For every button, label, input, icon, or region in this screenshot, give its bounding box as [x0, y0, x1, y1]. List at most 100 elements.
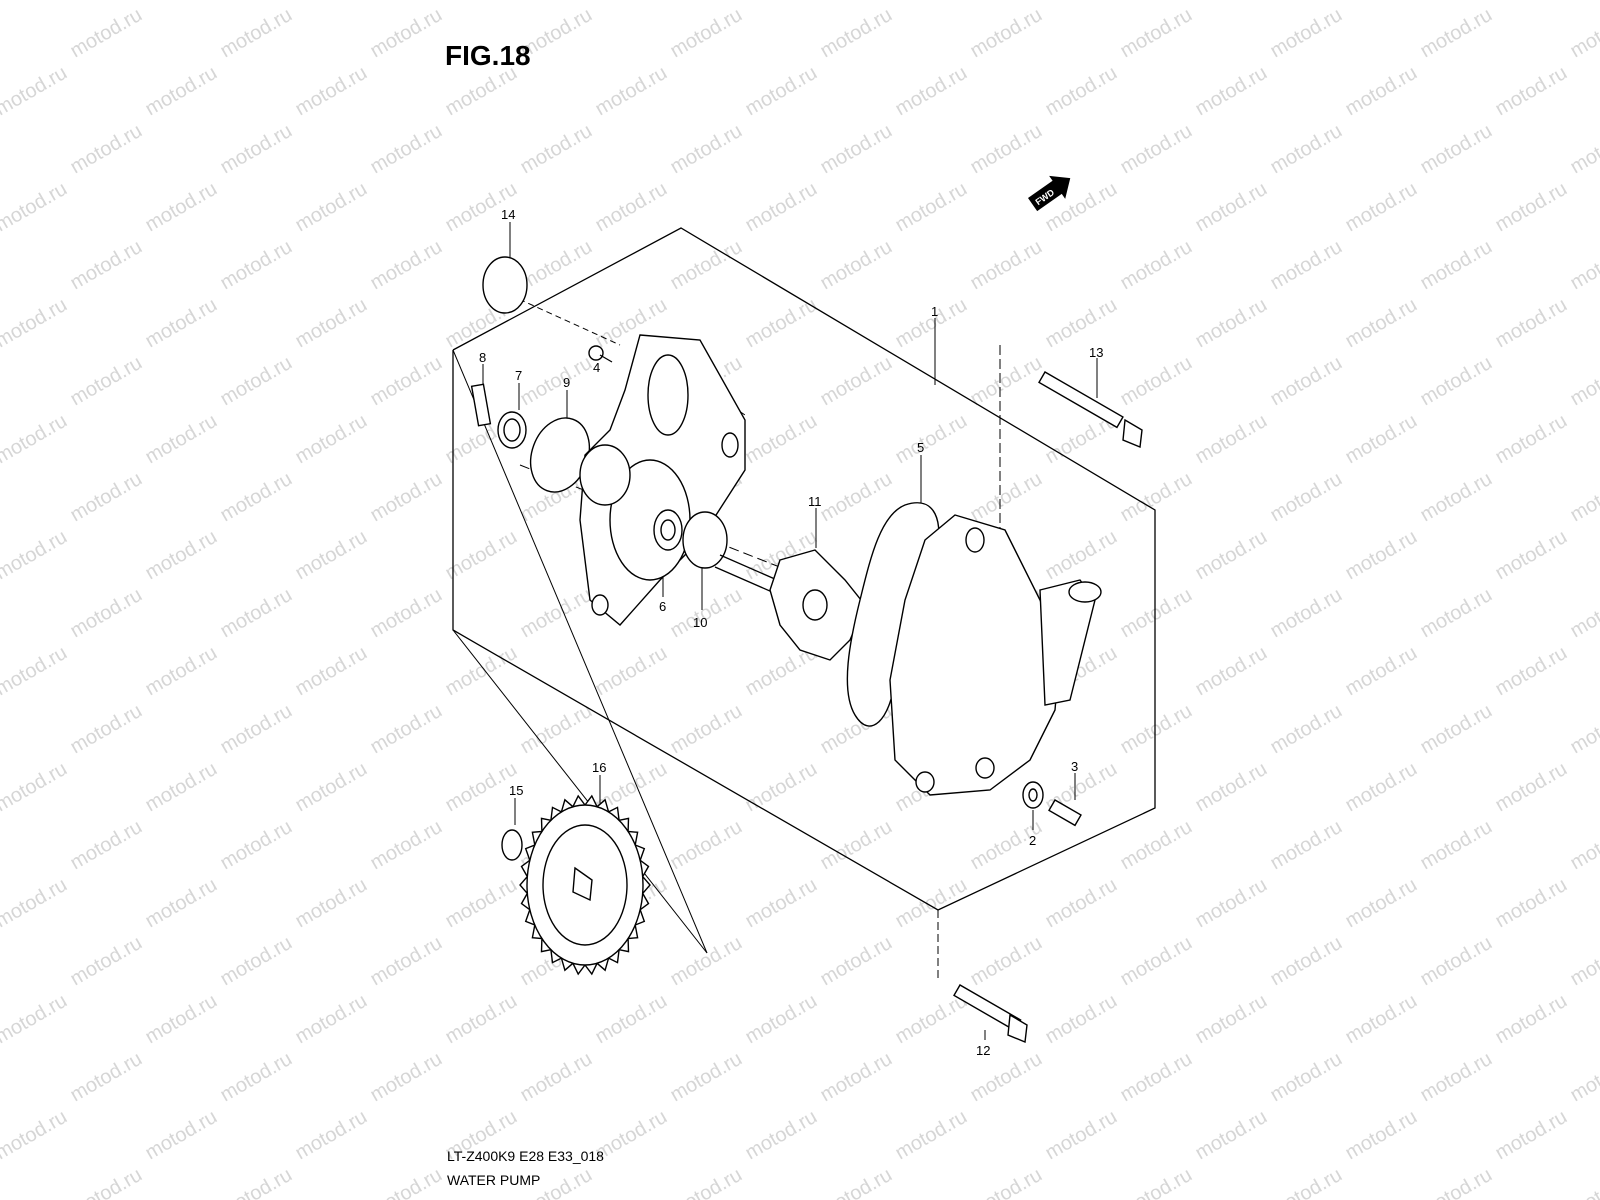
watermark-text: motod.ru	[1342, 1106, 1421, 1165]
watermark-text: motod.ru	[1417, 932, 1496, 991]
watermark-text: motod.ru	[1192, 0, 1271, 4]
watermark-text: motod.ru	[67, 4, 146, 63]
watermark-text: motod.ru	[1492, 294, 1571, 353]
watermark-text: motod.ru	[817, 4, 896, 63]
watermark-text: motod.ru	[142, 410, 221, 469]
watermark-text: motod.ru	[217, 120, 296, 179]
watermark-text: motod.ru	[1042, 1106, 1121, 1165]
washer-2	[1022, 781, 1044, 809]
watermark-text: motod.ru	[892, 874, 971, 933]
watermark-text: motod.ru	[1267, 700, 1346, 759]
pump-drive-gear-16	[519, 794, 651, 976]
watermark-text: motod.ru	[517, 120, 596, 179]
watermark-text: motod.ru	[892, 1106, 971, 1165]
watermark-text: motod.ru	[67, 468, 146, 527]
watermark-text: motod.ru	[1567, 468, 1600, 527]
watermark-text: motod.ru	[67, 932, 146, 991]
watermark-text: motod.ru	[517, 352, 596, 411]
watermark-text: motod.ru	[217, 236, 296, 295]
impeller-11	[769, 549, 866, 661]
watermark-text: motod.ru	[1192, 410, 1271, 469]
watermark-text: motod.ru	[67, 700, 146, 759]
watermark-text: motod.ru	[1042, 294, 1121, 353]
watermark-text: motod.ru	[1567, 120, 1600, 179]
watermark-text: motod.ru	[742, 294, 821, 353]
watermark-text: motod.ru	[817, 352, 896, 411]
callout-11: 11	[808, 494, 822, 509]
figure-title: FIG.18	[445, 40, 531, 71]
watermark-text: motod.ru	[817, 932, 896, 991]
o-ring-14	[482, 256, 528, 314]
bolt-4	[588, 345, 613, 363]
watermark-text: motod.ru	[367, 352, 446, 411]
watermark-text: motod.ru	[1342, 62, 1421, 121]
watermark-text: motod.ru	[367, 816, 446, 875]
watermark-text: motod.ru	[1267, 4, 1346, 63]
callout-16: 16	[592, 760, 606, 775]
watermark-text: motod.ru	[0, 526, 71, 585]
watermark-text: motod.ru	[217, 584, 296, 643]
watermark-text: motod.ru	[0, 642, 71, 701]
watermark-text: motod.ru	[367, 1048, 446, 1107]
watermark-text: motod.ru	[892, 0, 971, 4]
watermark-text: motod.ru	[592, 642, 671, 701]
watermark-text: motod.ru	[367, 468, 446, 527]
watermark-text: motod.ru	[1342, 758, 1421, 817]
watermark-text: motod.ru	[367, 700, 446, 759]
watermark-text: motod.ru	[817, 1164, 896, 1200]
watermark-text: motod.ru	[1417, 120, 1496, 179]
watermark-text: motod.ru	[442, 642, 521, 701]
watermark-text: motod.ru	[67, 1048, 146, 1107]
watermark-text: motod.ru	[1042, 0, 1121, 4]
watermark-text: motod.ru	[742, 874, 821, 933]
watermark-text: motod.ru	[667, 932, 746, 991]
bolt-12	[953, 984, 1028, 1043]
watermark-text: motod.ru	[292, 1106, 371, 1165]
watermark-text: motod.ru	[592, 62, 671, 121]
watermark-text: motod.ru	[667, 816, 746, 875]
callout-13: 13	[1089, 345, 1103, 360]
watermark-text: motod.ru	[1567, 932, 1600, 991]
watermark-text: motod.ru	[142, 294, 221, 353]
pump-housing-plate	[579, 334, 746, 626]
watermark-text: motod.ru	[1192, 758, 1271, 817]
watermark-text: motod.ru	[1342, 874, 1421, 933]
callout-12: 12	[976, 1043, 990, 1058]
oil-seal-7	[497, 411, 527, 449]
watermark-text: motod.ru	[1492, 178, 1571, 237]
watermark-text: motod.ru	[1417, 352, 1496, 411]
watermark-text: motod.ru	[217, 816, 296, 875]
watermark-text: motod.ru	[292, 294, 371, 353]
watermark-text: motod.ru	[1042, 62, 1121, 121]
watermark-text: motod.ru	[292, 990, 371, 1049]
watermark-text: motod.ru	[667, 236, 746, 295]
watermark-text: motod.ru	[1192, 294, 1271, 353]
watermark-text: motod.ru	[967, 236, 1046, 295]
watermark-text: motod.ru	[1567, 236, 1600, 295]
watermark-text: motod.ru	[1342, 990, 1421, 1049]
watermark-text: motod.ru	[967, 352, 1046, 411]
watermark-text: motod.ru	[142, 1106, 221, 1165]
watermark-text: motod.ru	[1042, 526, 1121, 585]
watermark-text: motod.ru	[1342, 0, 1421, 4]
watermark-text: motod.ru	[0, 178, 71, 237]
model-code: LT-Z400K9 E28 E33_018	[447, 1148, 604, 1164]
callout-2: 2	[1029, 833, 1036, 848]
watermark-text: motod.ru	[967, 932, 1046, 991]
watermark-text: motod.ru	[1342, 526, 1421, 585]
watermark-text: motod.ru	[67, 1164, 146, 1200]
watermark-text: motod.ru	[667, 4, 746, 63]
watermark-text: motod.ru	[1267, 1048, 1346, 1107]
callout-15: 15	[509, 783, 523, 798]
watermark-text: motod.ru	[1567, 700, 1600, 759]
watermark-text: motod.ru	[592, 990, 671, 1049]
watermark-text: motod.ru	[217, 4, 296, 63]
watermark-text: motod.ru	[1567, 1164, 1600, 1200]
watermark-text: motod.ru	[367, 4, 446, 63]
watermark-text: motod.ru	[742, 62, 821, 121]
watermark-text: motod.ru	[742, 758, 821, 817]
watermark-text: motod.ru	[1417, 468, 1496, 527]
callout-1: 1	[931, 304, 938, 319]
watermark-text: motod.ru	[892, 178, 971, 237]
